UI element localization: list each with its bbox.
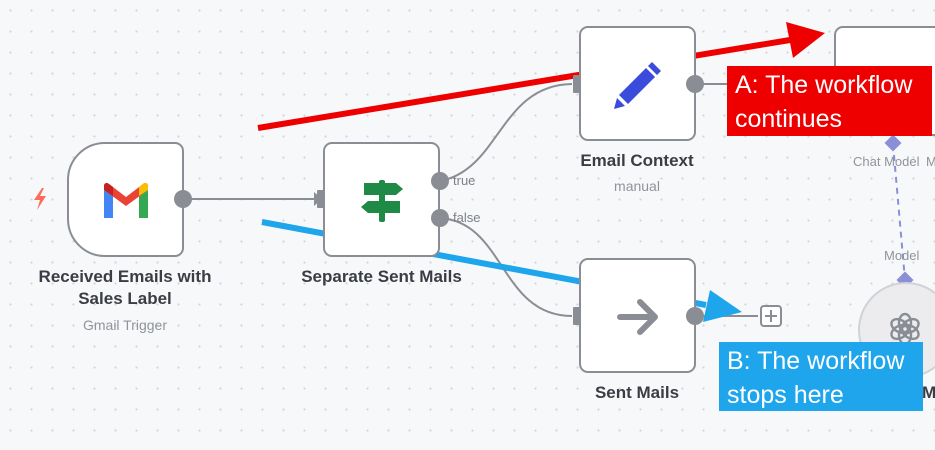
separate-sent-mails-node[interactable] — [323, 142, 440, 257]
sent-mails-title: Sent Mails — [594, 383, 680, 402]
true-output-label: true — [453, 173, 476, 188]
chat-model-label: Chat Model — [853, 154, 920, 169]
switch-false-handle[interactable] — [431, 209, 449, 227]
chat-model-label-cut: M — [926, 154, 935, 169]
connection-true-email-context[interactable] — [439, 83, 573, 182]
pencil-icon — [614, 62, 661, 109]
chat-model-diamond[interactable] — [884, 134, 902, 152]
switch-true-handle[interactable] — [431, 172, 449, 190]
openai-icon — [890, 312, 920, 346]
annotation-arrowhead-a — [786, 22, 825, 58]
annotation-a: A: The workflow continues — [727, 66, 932, 136]
switch-input-handle[interactable] — [317, 190, 325, 208]
email-context-node[interactable] — [579, 26, 696, 141]
false-output-label: false — [453, 210, 481, 225]
add-node-button[interactable] — [760, 305, 782, 327]
trigger-bolt-icon — [34, 188, 46, 210]
gmail-trigger-node[interactable] — [67, 142, 184, 257]
annotation-b: B: The workflow stops here — [719, 342, 923, 411]
arrow-right-icon — [617, 299, 658, 335]
sent-mails-input-handle[interactable] — [573, 307, 581, 325]
annotation-arrowhead-b — [703, 290, 742, 322]
plus-icon — [765, 310, 777, 322]
email-context-subtitle: manual — [614, 178, 660, 194]
trigger-title: Received Emails with Sales Label — [38, 267, 212, 308]
sent-mails-node[interactable] — [579, 258, 696, 373]
sent-mails-output-handle[interactable] — [686, 307, 704, 325]
email-context-input-handle[interactable] — [573, 75, 581, 93]
agent-partial-label: M — [922, 383, 935, 402]
trigger-subtitle: Gmail Trigger — [82, 317, 168, 333]
model-link — [892, 143, 906, 281]
switch-title: Separate Sent Mails — [301, 267, 462, 286]
signpost-icon — [361, 180, 403, 222]
email-context-title: Email Context — [580, 151, 694, 170]
trigger-output-handle[interactable] — [174, 190, 192, 208]
model-label: Model — [884, 248, 920, 263]
annotation-arrow-a — [257, 37, 791, 131]
email-context-output-handle[interactable] — [686, 75, 704, 93]
gmail-icon — [104, 182, 148, 218]
